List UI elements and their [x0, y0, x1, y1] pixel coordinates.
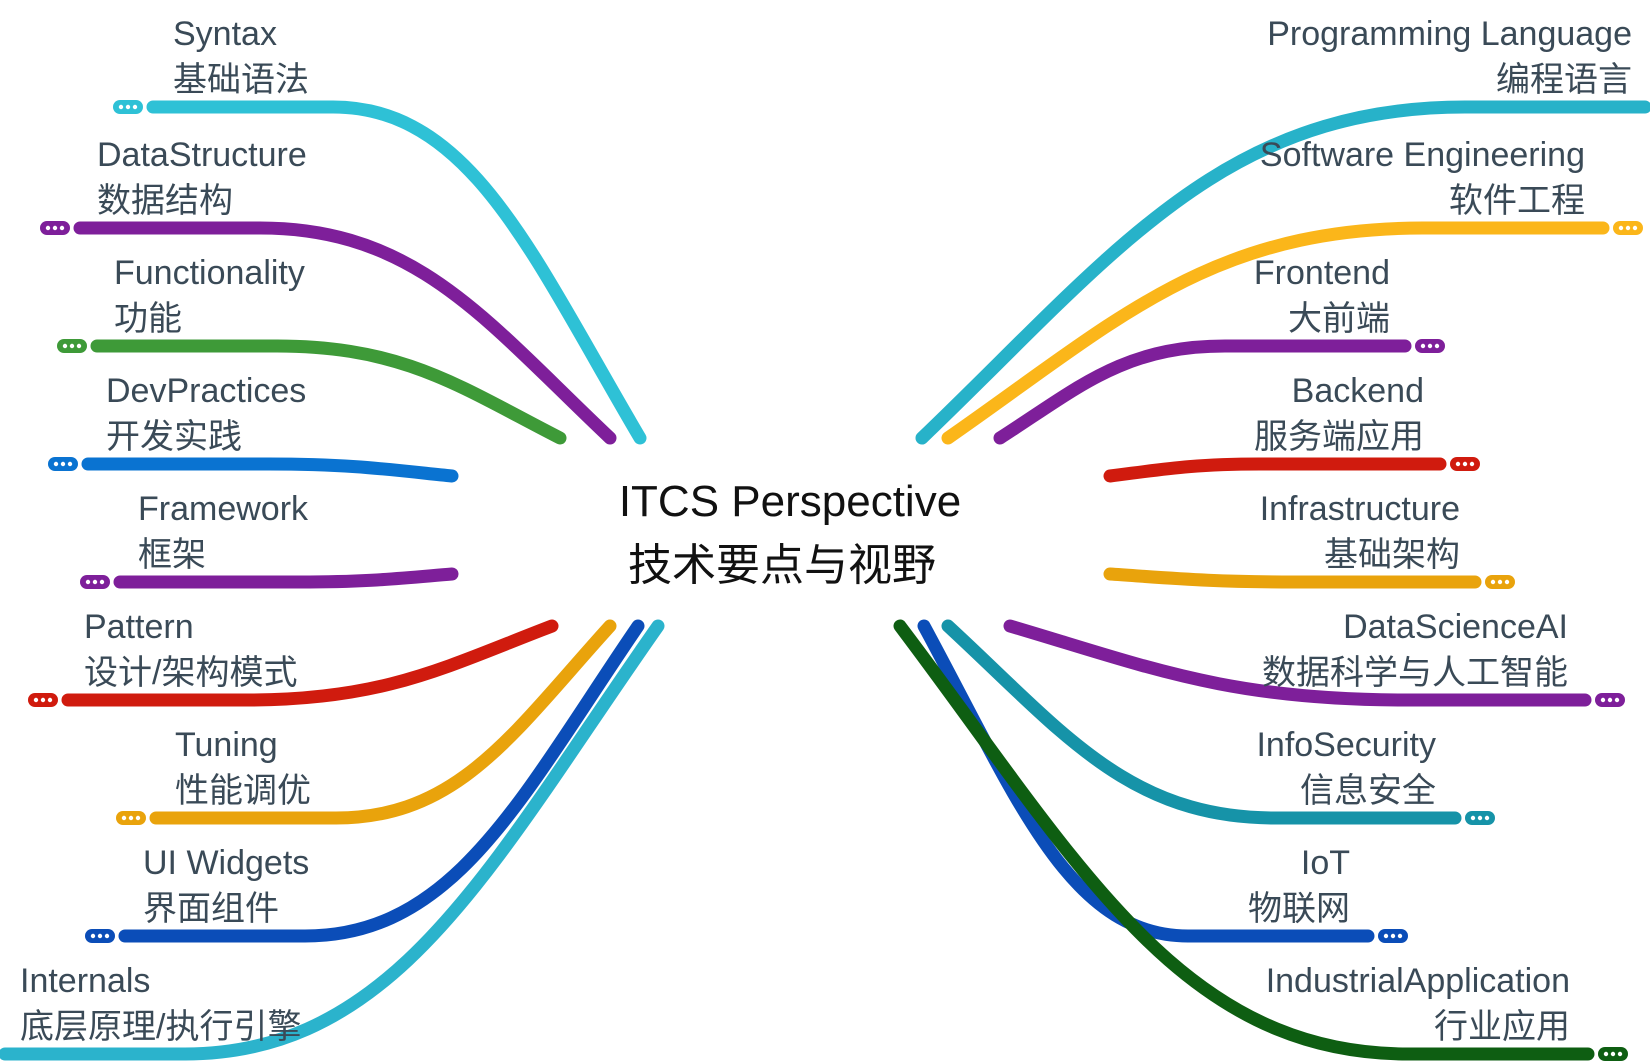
- topic-label-zh: 服务端应用: [1254, 418, 1424, 456]
- topic-label-zh: 数据科学与人工智能: [1262, 654, 1568, 692]
- collapse-ellipsis-icon[interactable]: [1485, 575, 1515, 589]
- branch-connector: [1003, 619, 1592, 707]
- branch-connector: [113, 567, 459, 589]
- topic-label-en: Internals: [20, 962, 150, 1000]
- branch-right-4[interactable]: Infrastructure 基础架构: [1103, 490, 1515, 589]
- branch-connector: [118, 619, 645, 943]
- topic-label-zh: 大前端: [1288, 300, 1390, 338]
- topic-label-en: Programming Language: [1267, 15, 1632, 53]
- branch-connector: [73, 221, 617, 445]
- collapse-ellipsis-icon[interactable]: [1595, 693, 1625, 707]
- topic-label-zh: 开发实践: [106, 418, 242, 456]
- collapse-ellipsis-icon[interactable]: [1450, 457, 1480, 471]
- topic-label-zh: 性能调优: [175, 772, 311, 810]
- topic-label-en: DevPractices: [106, 372, 306, 410]
- collapse-ellipsis-icon[interactable]: [1598, 1047, 1628, 1061]
- topic-label-en: DataStructure: [97, 136, 307, 174]
- topic-label-en: Tuning: [175, 726, 278, 764]
- topic-label-zh: 基础架构: [1324, 536, 1460, 574]
- collapse-ellipsis-icon[interactable]: [113, 100, 143, 114]
- branch-connector: [149, 619, 617, 825]
- branch-connector: [993, 339, 1412, 445]
- branch-right-0[interactable]: Programming Language 编程语言: [915, 15, 1650, 445]
- branch-left-8[interactable]: Internals 底层原理/执行引擎: [0, 619, 665, 1061]
- topic-label-zh: 行业应用: [1434, 1008, 1570, 1046]
- central-topic-subtitle: 技术要点与视野: [628, 541, 936, 590]
- branch-left-7[interactable]: UI Widgets 界面组件: [85, 619, 645, 943]
- branch-connector: [0, 619, 665, 1061]
- topic-label-en: InfoSecurity: [1256, 726, 1436, 764]
- topic-label-zh: 数据结构: [97, 182, 233, 220]
- branch-right-3[interactable]: Backend 服务端应用: [1103, 372, 1480, 483]
- collapse-ellipsis-icon[interactable]: [116, 811, 146, 825]
- branch-left-0[interactable]: Syntax 基础语法: [113, 15, 647, 445]
- topic-label-en: Frontend: [1254, 254, 1390, 292]
- topic-label-en: Syntax: [173, 15, 277, 53]
- branch-connector: [146, 100, 647, 445]
- branch-left-3[interactable]: DevPractices 开发实践: [48, 372, 459, 483]
- collapse-ellipsis-icon[interactable]: [1613, 221, 1643, 235]
- branch-left-4[interactable]: Framework 框架: [80, 490, 459, 589]
- branch-connector: [61, 619, 559, 707]
- topic-label-zh: 框架: [138, 536, 206, 574]
- topic-label-zh: 软件工程: [1449, 182, 1585, 220]
- branch-connector: [1103, 567, 1482, 589]
- branch-connector: [915, 100, 1650, 445]
- topic-label-en: Pattern: [84, 608, 194, 646]
- branch-connector: [941, 221, 1610, 445]
- branch-right-2[interactable]: Frontend 大前端: [993, 254, 1445, 445]
- topic-label-en: Framework: [138, 490, 309, 528]
- topic-label-zh: 信息安全: [1300, 772, 1436, 810]
- branch-left-6[interactable]: Tuning 性能调优: [116, 619, 617, 825]
- branch-connector: [1103, 457, 1447, 483]
- topic-label-en: Functionality: [114, 254, 305, 292]
- branch-right-7[interactable]: IoT 物联网: [917, 619, 1408, 943]
- branch-left-2[interactable]: Functionality 功能: [57, 254, 567, 445]
- branch-left-5[interactable]: Pattern 设计/架构模式: [28, 608, 559, 707]
- central-topic-title: ITCS Perspective: [619, 477, 961, 526]
- branch-right-6[interactable]: InfoSecurity 信息安全: [941, 619, 1495, 825]
- topic-label-en: UI Widgets: [143, 844, 309, 882]
- collapse-ellipsis-icon[interactable]: [80, 575, 110, 589]
- collapse-ellipsis-icon[interactable]: [85, 929, 115, 943]
- collapse-ellipsis-icon[interactable]: [48, 457, 78, 471]
- topic-label-zh: 界面组件: [143, 890, 279, 928]
- topic-label-en: DataScienceAI: [1343, 608, 1568, 646]
- branch-right-5[interactable]: DataScienceAI 数据科学与人工智能: [1003, 608, 1625, 707]
- branch-connector: [941, 619, 1462, 825]
- topic-label-zh: 物联网: [1248, 890, 1350, 928]
- topic-label-zh: 设计/架构模式: [84, 654, 297, 692]
- branch-left-1[interactable]: DataStructure 数据结构: [40, 136, 617, 445]
- topic-label-en: Infrastructure: [1260, 490, 1460, 528]
- collapse-ellipsis-icon[interactable]: [1415, 339, 1445, 353]
- collapse-ellipsis-icon[interactable]: [28, 693, 58, 707]
- branch-connector: [893, 619, 1595, 1061]
- branch-connector: [81, 457, 459, 483]
- branch-connector: [90, 339, 567, 445]
- topic-label-en: IndustrialApplication: [1266, 962, 1570, 1000]
- topic-label-zh: 底层原理/执行引擎: [20, 1008, 301, 1046]
- topic-label-zh: 编程语言: [1496, 61, 1632, 99]
- topic-label-en: Backend: [1292, 372, 1424, 410]
- collapse-ellipsis-icon[interactable]: [1378, 929, 1408, 943]
- collapse-ellipsis-icon[interactable]: [1465, 811, 1495, 825]
- branch-connector: [917, 619, 1375, 943]
- central-topic[interactable]: ITCS Perspective 技术要点与视野: [619, 477, 961, 590]
- topic-label-zh: 功能: [114, 300, 182, 338]
- branch-right-8[interactable]: IndustrialApplication 行业应用: [893, 619, 1628, 1061]
- topic-label-en: IoT: [1301, 844, 1350, 882]
- topic-label-zh: 基础语法: [173, 61, 309, 99]
- collapse-ellipsis-icon[interactable]: [40, 221, 70, 235]
- topic-label-en: Software Engineering: [1260, 136, 1585, 174]
- branch-right-1[interactable]: Software Engineering 软件工程: [941, 136, 1643, 445]
- collapse-ellipsis-icon[interactable]: [57, 339, 87, 353]
